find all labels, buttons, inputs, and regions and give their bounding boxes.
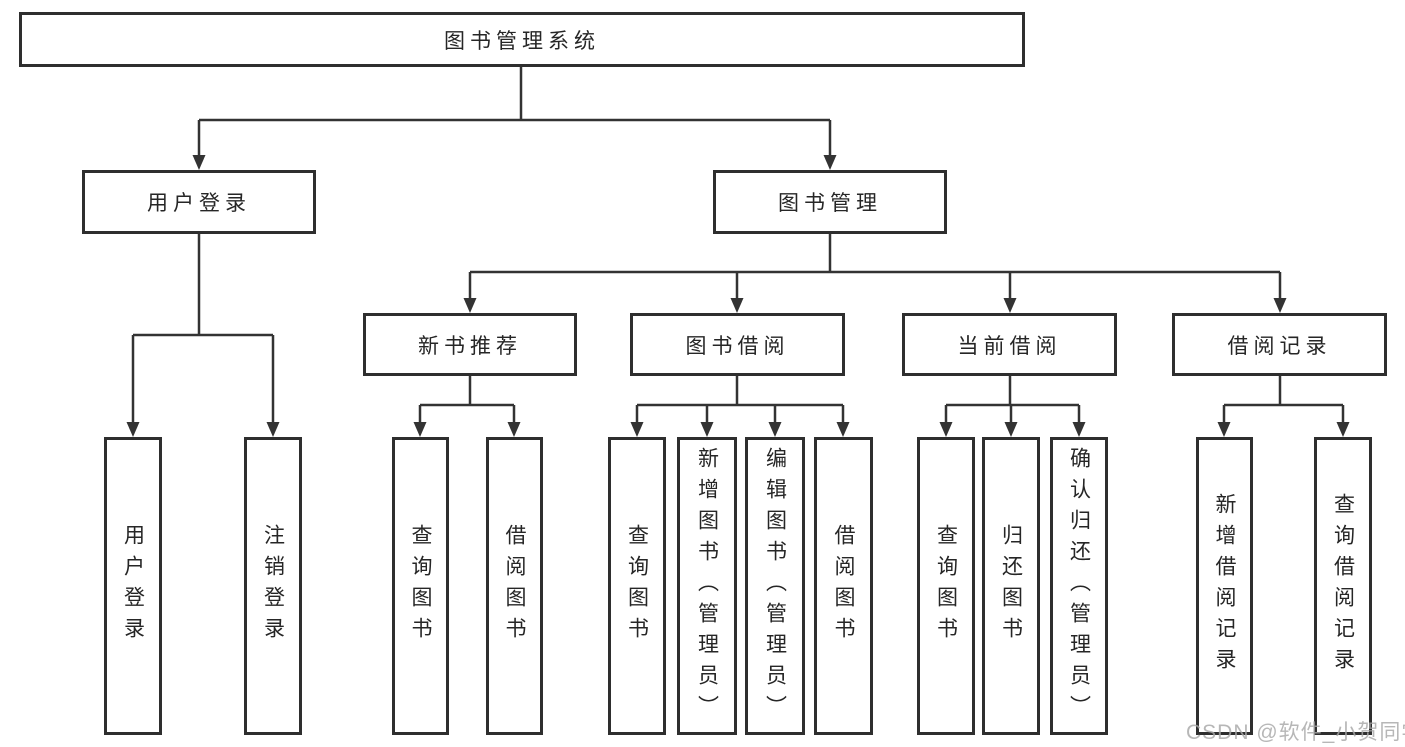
leaf-add-borrow-record-label: 新增借阅记录 <box>1213 493 1237 679</box>
connector-new-book-subtree <box>418 375 516 424</box>
leaf-user-login-label: 用户登录 <box>121 524 145 648</box>
leaf-user-login: 用户登录 <box>104 437 162 735</box>
leaf-return-books-label: 归还图书 <box>999 524 1023 648</box>
leaf-borrow-books-recommend-label: 借阅图书 <box>503 524 527 648</box>
node-book-borrowing: 图书借阅 <box>630 313 845 376</box>
arrowhead <box>939 422 953 437</box>
leaf-query-books-recommend: 查询图书 <box>392 437 449 735</box>
node-borrowing-records: 借阅记录 <box>1172 313 1387 376</box>
leaf-logout-label: 注销登录 <box>261 524 285 648</box>
node-new-book-recommend: 新书推荐 <box>363 313 577 376</box>
connector-book-mgmt-to-level3 <box>468 234 1282 300</box>
node-user-login-label: 用户登录 <box>147 192 251 215</box>
leaf-query-books-borrowing-label: 查询图书 <box>625 524 649 648</box>
arrowhead <box>1336 422 1350 437</box>
node-user-login: 用户登录 <box>82 170 316 234</box>
node-book-management-label: 图书管理 <box>778 192 882 215</box>
arrowhead <box>266 422 280 437</box>
arrowhead <box>1217 422 1231 437</box>
node-new-book-recommend-label: 新书推荐 <box>418 334 522 358</box>
arrowhead <box>1003 298 1017 313</box>
csdn-watermark: CSDN @软件_小贺同学 <box>1186 721 1405 744</box>
connector-borrow-records-subtree <box>1222 375 1345 424</box>
node-book-borrowing-label: 图书借阅 <box>685 334 790 358</box>
node-current-borrowing-label: 当前借阅 <box>957 334 1062 358</box>
leaf-add-books-admin: 新增图书（管理员） <box>677 437 737 735</box>
leaf-edit-books-admin-label: 编辑图书（管理员） <box>763 446 787 726</box>
leaf-edit-books-admin: 编辑图书（管理员） <box>745 437 805 735</box>
leaf-add-borrow-record: 新增借阅记录 <box>1196 437 1253 735</box>
arrowhead <box>836 422 850 437</box>
arrowhead <box>126 422 140 437</box>
arrowhead <box>823 155 837 170</box>
arrowhead <box>192 155 206 170</box>
leaf-confirm-return-admin-label: 确认归还（管理员） <box>1067 446 1091 726</box>
connector-user-login-subtree <box>131 234 275 424</box>
leaf-borrow-books: 借阅图书 <box>814 437 873 735</box>
arrowhead <box>463 298 477 313</box>
arrowhead <box>768 422 782 437</box>
arrowhead <box>730 298 744 313</box>
connector-current-borrow-subtree <box>944 375 1081 424</box>
node-borrowing-records-label: 借阅记录 <box>1227 334 1332 358</box>
leaf-add-books-admin-label: 新增图书（管理员） <box>695 446 719 726</box>
node-library-system: 图书管理系统 <box>19 12 1025 67</box>
leaf-query-borrow-record: 查询借阅记录 <box>1314 437 1372 735</box>
connector-book-borrow-subtree <box>635 375 845 424</box>
leaf-borrow-books-label: 借阅图书 <box>832 524 856 648</box>
leaf-borrow-books-recommend: 借阅图书 <box>486 437 543 735</box>
arrowhead <box>1273 298 1287 313</box>
arrowhead <box>1004 422 1018 437</box>
arrowhead <box>413 422 427 437</box>
node-library-system-label: 图书管理系统 <box>444 29 600 53</box>
leaf-query-books-current-label: 查询图书 <box>934 524 958 648</box>
leaf-logout: 注销登录 <box>244 437 302 735</box>
arrowhead <box>700 422 714 437</box>
leaf-query-books-recommend-label: 查询图书 <box>409 524 433 648</box>
node-book-management: 图书管理 <box>713 170 947 234</box>
leaf-confirm-return-admin: 确认归还（管理员） <box>1050 437 1108 735</box>
leaf-return-books: 归还图书 <box>982 437 1040 735</box>
node-current-borrowing: 当前借阅 <box>902 313 1117 376</box>
arrowhead <box>630 422 644 437</box>
connector-root-to-level2 <box>197 67 832 157</box>
arrowhead <box>1072 422 1086 437</box>
leaf-query-books-borrowing: 查询图书 <box>608 437 666 735</box>
arrowhead <box>507 422 521 437</box>
leaf-query-borrow-record-label: 查询借阅记录 <box>1331 493 1355 679</box>
leaf-query-books-current: 查询图书 <box>917 437 975 735</box>
